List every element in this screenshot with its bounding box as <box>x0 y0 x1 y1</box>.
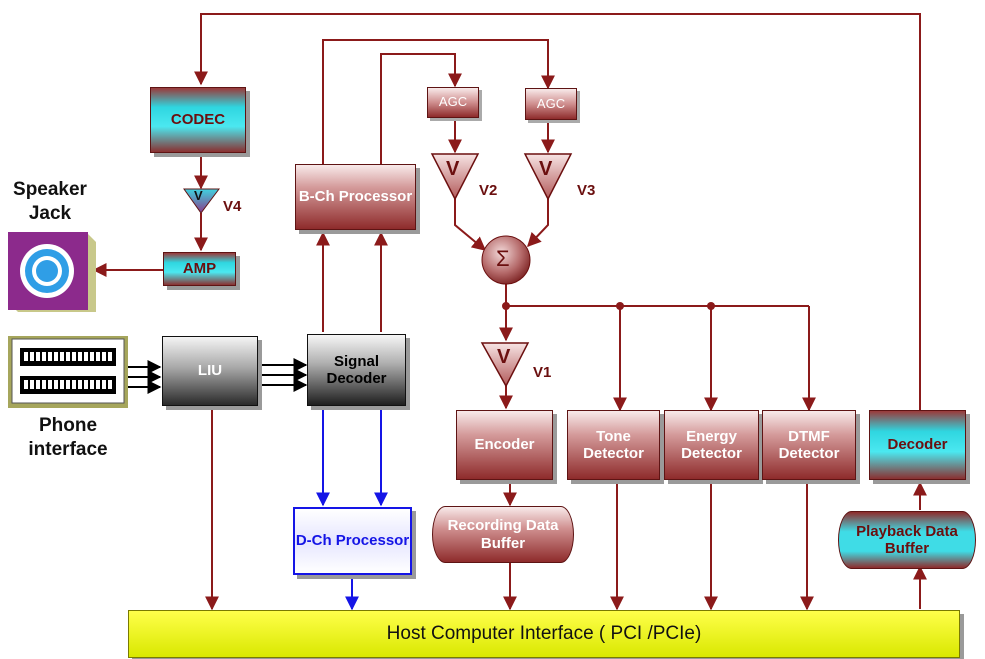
v4-triangle <box>183 188 220 214</box>
agc-block-1: AGC <box>427 87 479 118</box>
v1-symbol: V <box>497 346 511 368</box>
sum-node <box>481 235 531 285</box>
sum-symbol: Σ <box>496 246 510 271</box>
v2-label: V2 <box>479 182 498 199</box>
v3-triangle <box>523 153 573 201</box>
v4-symbol: V <box>194 188 203 203</box>
decoder-block: Decoder <box>869 410 966 480</box>
b-ch-processor-block: B-Ch Processor <box>295 164 416 230</box>
encoder-block: Encoder <box>456 410 553 480</box>
d-ch-processor-block: D-Ch Processor <box>293 507 412 575</box>
wire-bch-to-agc1 <box>380 53 462 165</box>
wire-v2-to-sum <box>454 198 487 251</box>
signal-lines <box>92 13 927 611</box>
junctions <box>502 302 715 310</box>
amp-block: AMP <box>163 252 236 286</box>
energy-detector-block: Energy Detector <box>664 410 759 480</box>
phone-interface-label: Phone interface <box>28 415 108 460</box>
liu-block: LIU <box>162 336 258 406</box>
v2-triangle <box>430 153 480 201</box>
v3-label: V3 <box>577 182 596 199</box>
agc-block-2: AGC <box>525 88 577 120</box>
v3-symbol: V <box>539 158 553 180</box>
playback-data-buffer: Playback Data Buffer <box>838 511 976 569</box>
recording-data-buffer: Recording Data Buffer <box>432 506 574 563</box>
signal-decoder-block: Signal Decoder <box>307 334 406 406</box>
dtmf-detector-block: DTMF Detector <box>762 410 856 480</box>
wire-bch-to-agc2 <box>322 39 555 165</box>
wire-decoder-to-codec <box>194 13 921 411</box>
phone-connector-icon <box>8 336 128 408</box>
d-channel-lines <box>316 405 388 611</box>
phone-lines <box>127 358 308 394</box>
v4-label: V4 <box>223 198 242 215</box>
speaker-jack-label: Speaker Jack <box>13 179 87 224</box>
tone-detector-block: Tone Detector <box>567 410 660 480</box>
host-computer-interface-bar: Host Computer Interface ( PCI /PCIe) <box>128 610 960 658</box>
v1-triangle <box>480 342 530 388</box>
v1-label: V1 <box>533 364 552 381</box>
wire-v3-to-sum <box>527 198 549 248</box>
codec-block: CODEC <box>150 87 246 153</box>
v2-symbol: V <box>446 158 460 180</box>
speaker-jack-icon <box>8 232 96 312</box>
